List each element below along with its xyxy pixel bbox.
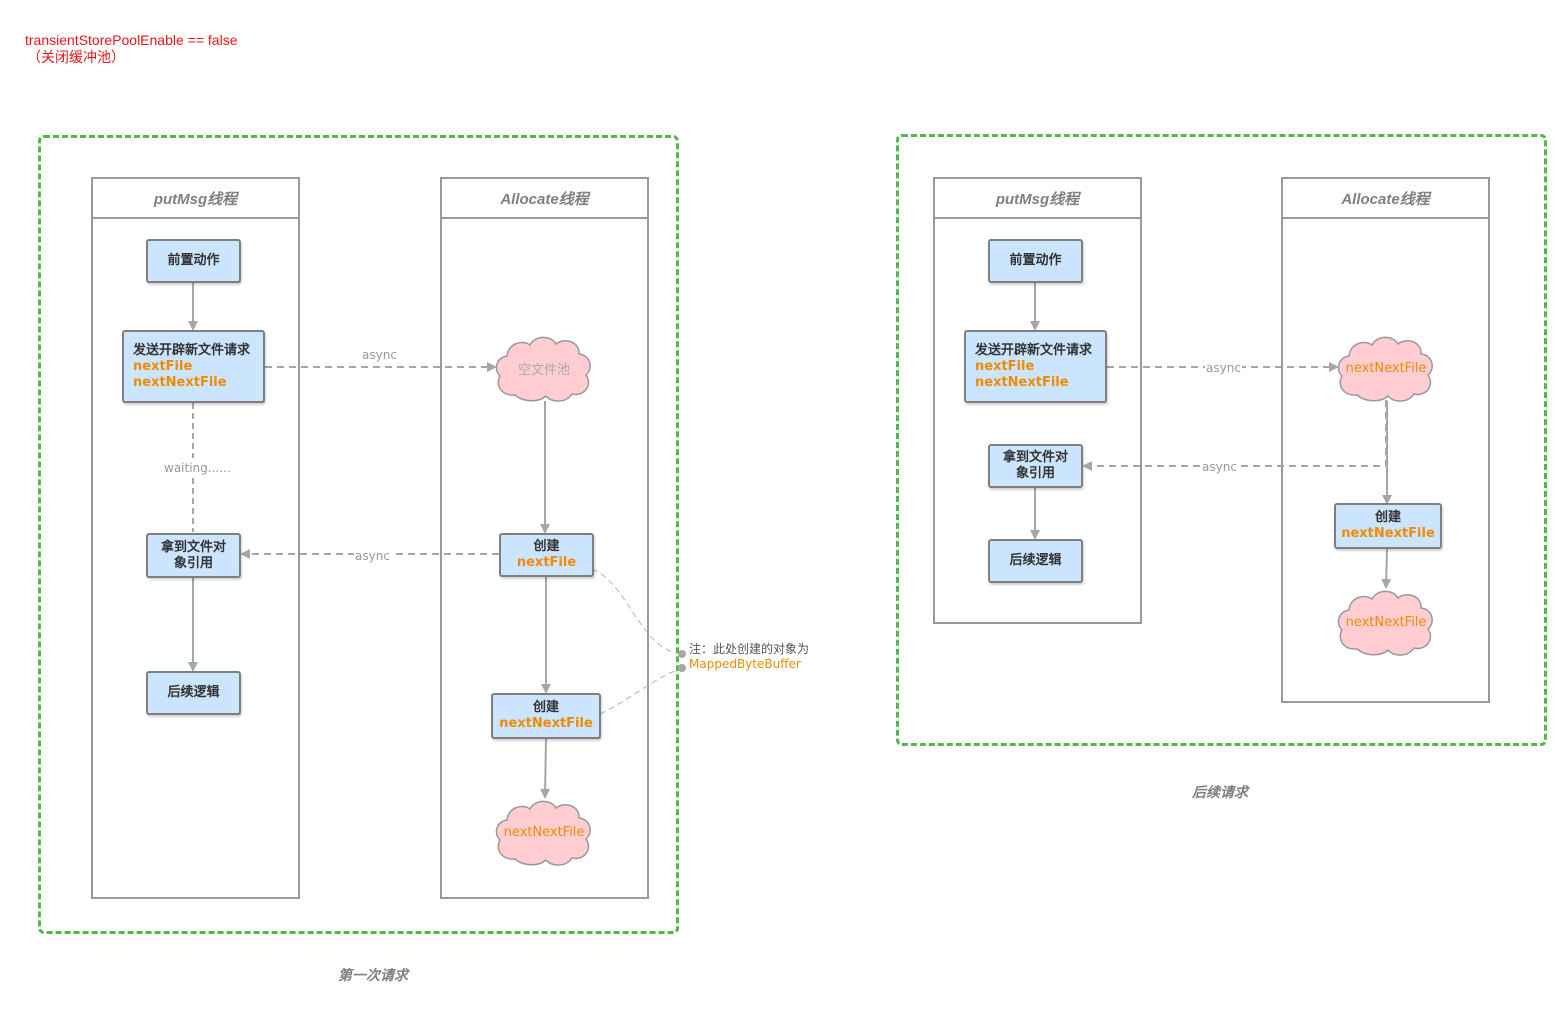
- first-get-ref-line-2: 象引用: [173, 555, 213, 571]
- first-putmsg-lane-header: putMsg线程: [93, 179, 298, 219]
- note-dot-2: [678, 664, 686, 672]
- later-nextnextfile-cloud-top: nextNextFile: [1335, 333, 1437, 403]
- first-create-nextnextfile-box: 创建 nextNextFile: [491, 693, 601, 739]
- later-get-ref-line-1: 拿到文件对: [1002, 450, 1068, 465]
- first-request-caption: 第一次请求: [338, 967, 408, 983]
- later-pre-action-label: 前置动作: [1009, 253, 1062, 268]
- first-empty-pool-cloud: 空文件池: [493, 333, 595, 403]
- first-get-ref-box: 拿到文件对 象引用: [146, 533, 241, 578]
- first-nextnextfile-cloud: nextNextFile: [493, 797, 595, 867]
- first-send-request-box: 发送开辟新文件请求 nextFile nextNextFile: [122, 330, 265, 403]
- later-cloud-top-label: nextNextFile: [1345, 360, 1427, 376]
- later-follow-up-label: 后续逻辑: [1009, 553, 1062, 568]
- first-putmsg-lane: putMsg线程: [91, 177, 300, 899]
- later-cloud-bottom-label: nextNextFile: [1345, 614, 1427, 630]
- note-curve-1: [591, 568, 683, 655]
- note-line-2: MappedByteBuffer: [689, 657, 801, 671]
- diagram-title: transientStorePoolEnable == false （关闭缓冲池…: [25, 32, 237, 66]
- later-request-caption: 后续请求: [1192, 784, 1248, 800]
- later-get-ref-box: 拿到文件对 象引用: [988, 444, 1083, 488]
- first-send-request-nextfile: nextFile: [133, 358, 193, 374]
- later-async-return-arrow: [1082, 400, 1387, 471]
- cloud-icon: [495, 336, 591, 402]
- first-request-group: [38, 135, 679, 934]
- cloud-icon: [1337, 336, 1433, 402]
- first-waiting-label: waiting......: [163, 461, 232, 475]
- later-async-return-label: async: [1201, 460, 1238, 474]
- later-nextnextfile-cloud-bottom: nextNextFile: [1335, 587, 1437, 657]
- note-dot-1: [678, 650, 686, 658]
- first-allocate-lane-header: Allocate线程: [442, 179, 647, 219]
- first-async-return-label: async: [354, 549, 391, 563]
- first-follow-up-box: 后续逻辑: [146, 671, 241, 715]
- later-get-ref-line-2: 象引用: [1015, 466, 1055, 481]
- title-line-2: （关闭缓冲池）: [27, 49, 125, 65]
- note-line-1: 注：此处创建的对象为: [689, 642, 810, 656]
- first-pre-action-box: 前置动作: [146, 239, 241, 283]
- later-create-nextnextfile-line-2: nextNextFile: [1341, 526, 1435, 541]
- first-async-request-label: async: [361, 348, 398, 362]
- note-text: 注：此处创建的对象为 MappedByteBuffer: [689, 642, 809, 672]
- later-arrow-create-to-cloud: [1381, 548, 1392, 589]
- first-send-request-title: 发送开辟新文件请求: [133, 342, 251, 358]
- first-create-nextfile-box: 创建 nextFile: [499, 533, 594, 577]
- first-send-request-nextnextfile: nextNextFile: [133, 374, 227, 390]
- first-create-nextnextfile-line-2: nextNextFile: [499, 716, 593, 731]
- first-create-nextfile-line-1: 创建: [533, 539, 560, 554]
- title-line-1: transientStorePoolEnable == false: [25, 32, 238, 48]
- cloud-icon: [1337, 590, 1433, 656]
- first-pre-action-label: 前置动作: [167, 253, 220, 268]
- later-create-nextnextfile-box: 创建 nextNextFile: [1334, 503, 1442, 549]
- later-send-request-nextnextfile: nextNextFile: [975, 374, 1069, 390]
- later-create-nextnextfile-line-1: 创建: [1374, 510, 1401, 525]
- first-create-nextfile-line-2: nextFile: [516, 555, 577, 570]
- later-follow-up-box: 后续逻辑: [988, 539, 1083, 583]
- later-send-request-box: 发送开辟新文件请求 nextFile nextNextFile: [964, 330, 1107, 403]
- note-curve-2: [599, 667, 683, 715]
- later-send-request-nextfile: nextFile: [975, 358, 1035, 374]
- first-arrow-create-to-cloud: [540, 738, 551, 799]
- cloud-icon: [495, 800, 591, 866]
- first-get-ref-line-1: 拿到文件对: [160, 539, 226, 555]
- later-putmsg-lane-header: putMsg线程: [935, 179, 1140, 219]
- first-follow-up-label: 后续逻辑: [167, 685, 220, 700]
- later-async-request-label: async: [1205, 361, 1242, 375]
- first-empty-pool-label: 空文件池: [517, 362, 570, 378]
- first-create-nextnextfile-line-1: 创建: [532, 700, 559, 715]
- later-send-request-title: 发送开辟新文件请求: [975, 342, 1093, 358]
- later-allocate-lane-header: Allocate线程: [1283, 179, 1488, 219]
- later-pre-action-box: 前置动作: [988, 239, 1083, 283]
- first-nextnextfile-cloud-label: nextNextFile: [503, 824, 585, 840]
- later-request-group: [896, 134, 1547, 746]
